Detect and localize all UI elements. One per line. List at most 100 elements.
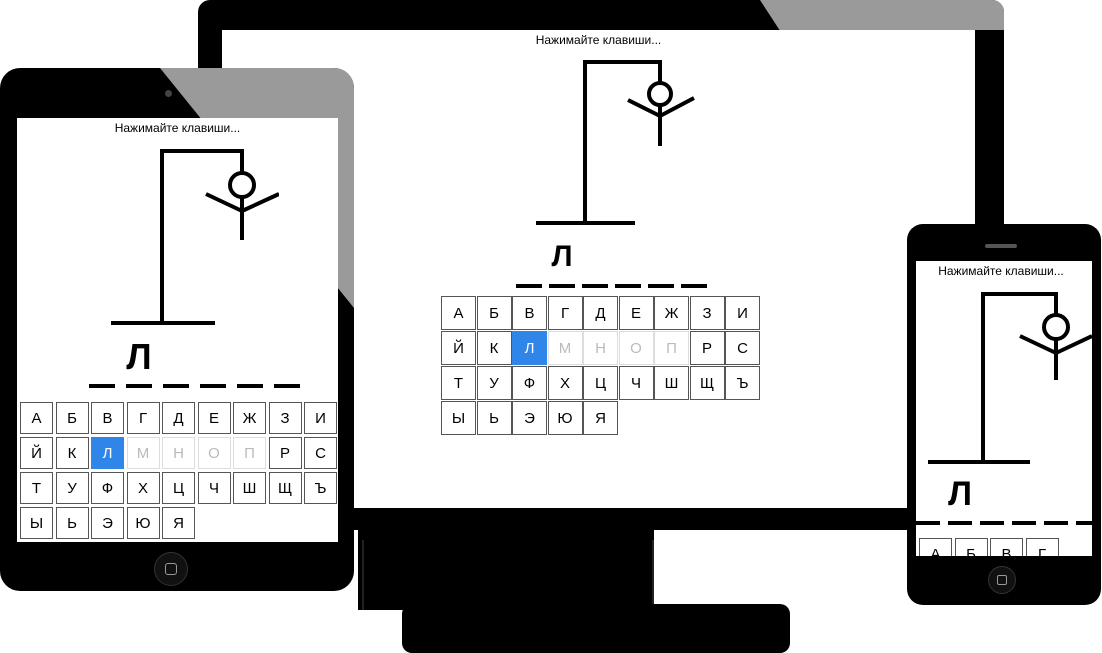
- key-3[interactable]: Г: [126, 402, 160, 434]
- key-18[interactable]: Т: [441, 366, 476, 400]
- tablet-camera: [165, 90, 172, 97]
- key-12[interactable]: М: [547, 331, 583, 365]
- letter-dash: [89, 384, 115, 388]
- key-0[interactable]: А: [441, 296, 476, 330]
- key-17[interactable]: С: [725, 331, 760, 365]
- letter-dash: [980, 521, 1004, 525]
- tablet-home-button[interactable]: [154, 552, 188, 586]
- key-8[interactable]: И: [304, 402, 337, 434]
- key-6[interactable]: Ж: [233, 402, 266, 434]
- key-28[interactable]: Ь: [55, 507, 89, 539]
- letter-dash: [274, 384, 300, 388]
- key-10[interactable]: К: [55, 437, 89, 469]
- monitor-stand-base: [402, 604, 790, 653]
- key-12[interactable]: М: [126, 437, 160, 469]
- key-30[interactable]: Ю: [126, 507, 160, 539]
- key-7[interactable]: З: [268, 402, 302, 434]
- key-15[interactable]: П: [233, 437, 266, 469]
- key-31[interactable]: Я: [583, 401, 618, 435]
- letter-dash: [516, 284, 542, 288]
- key-3[interactable]: Г: [1025, 538, 1059, 556]
- prompt-text: Нажимайте клавиши...: [535, 33, 662, 47]
- key-16[interactable]: Р: [268, 437, 302, 469]
- monitor-glare: [760, 0, 1004, 30]
- key-9[interactable]: Й: [441, 331, 476, 365]
- letter-dash: [648, 284, 674, 288]
- key-9[interactable]: Й: [20, 437, 53, 469]
- key-20[interactable]: Ф: [512, 366, 547, 400]
- key-31[interactable]: Я: [162, 507, 195, 539]
- key-6[interactable]: Ж: [654, 296, 689, 330]
- key-21[interactable]: Х: [126, 472, 160, 504]
- key-16[interactable]: Р: [689, 331, 725, 365]
- key-28[interactable]: Ь: [476, 401, 512, 435]
- key-1[interactable]: Б: [55, 402, 89, 434]
- key-4[interactable]: Д: [162, 402, 195, 434]
- key-21[interactable]: Х: [547, 366, 583, 400]
- key-26[interactable]: Ъ: [304, 472, 337, 504]
- key-14[interactable]: О: [197, 437, 231, 469]
- key-29[interactable]: Э: [91, 507, 124, 539]
- gallows-drawing: [111, 149, 279, 325]
- key-10[interactable]: К: [476, 331, 512, 365]
- key-22[interactable]: Ц: [162, 472, 195, 504]
- key-2[interactable]: В: [91, 402, 124, 434]
- key-8[interactable]: И: [725, 296, 760, 330]
- key-27[interactable]: Ы: [20, 507, 53, 539]
- letter-dash: [681, 284, 707, 288]
- letter-dash: [126, 384, 152, 388]
- key-27[interactable]: Ы: [441, 401, 476, 435]
- key-11[interactable]: Л: [91, 437, 124, 469]
- key-0[interactable]: А: [20, 402, 53, 434]
- home-button-icon: [165, 563, 177, 575]
- key-24[interactable]: Ш: [233, 472, 266, 504]
- letter-slot: Л: [551, 240, 573, 273]
- key-2[interactable]: В: [990, 538, 1023, 556]
- key-4[interactable]: Д: [583, 296, 618, 330]
- key-23[interactable]: Ч: [197, 472, 231, 504]
- key-13[interactable]: Н: [162, 437, 195, 469]
- key-1[interactable]: Б: [954, 538, 988, 556]
- key-18[interactable]: Т: [20, 472, 53, 504]
- letter-dash: [237, 384, 263, 388]
- letter-dash: [200, 384, 226, 388]
- key-0[interactable]: А: [919, 538, 952, 556]
- prompt-text: Нажимайте клавиши...: [114, 121, 241, 135]
- key-25[interactable]: Щ: [689, 366, 725, 400]
- key-15[interactable]: П: [654, 331, 689, 365]
- phone-home-button[interactable]: [988, 566, 1016, 594]
- key-2[interactable]: В: [512, 296, 547, 330]
- letter-dash: [916, 521, 940, 525]
- key-22[interactable]: Ц: [583, 366, 618, 400]
- letter-slot: Л: [126, 336, 152, 377]
- key-5[interactable]: Е: [197, 402, 231, 434]
- letter-dash: [615, 284, 641, 288]
- key-19[interactable]: У: [476, 366, 512, 400]
- key-7[interactable]: З: [689, 296, 725, 330]
- key-14[interactable]: О: [618, 331, 654, 365]
- home-button-icon: [997, 575, 1007, 585]
- key-17[interactable]: С: [304, 437, 337, 469]
- key-29[interactable]: Э: [512, 401, 547, 435]
- key-1[interactable]: Б: [476, 296, 512, 330]
- letter-dash: [1044, 521, 1068, 525]
- word-display: Л: [916, 475, 1092, 525]
- key-24[interactable]: Ш: [654, 366, 689, 400]
- key-30[interactable]: Ю: [547, 401, 583, 435]
- key-23[interactable]: Ч: [618, 366, 654, 400]
- letter-dash: [163, 384, 189, 388]
- key-5[interactable]: Е: [618, 296, 654, 330]
- key-13[interactable]: Н: [583, 331, 618, 365]
- key-26[interactable]: Ъ: [725, 366, 760, 400]
- key-19[interactable]: У: [55, 472, 89, 504]
- key-25[interactable]: Щ: [268, 472, 302, 504]
- phone-speaker: [985, 244, 1017, 248]
- key-11[interactable]: Л: [512, 331, 547, 365]
- letter-dash: [549, 284, 575, 288]
- key-3[interactable]: Г: [547, 296, 583, 330]
- key-20[interactable]: Ф: [91, 472, 124, 504]
